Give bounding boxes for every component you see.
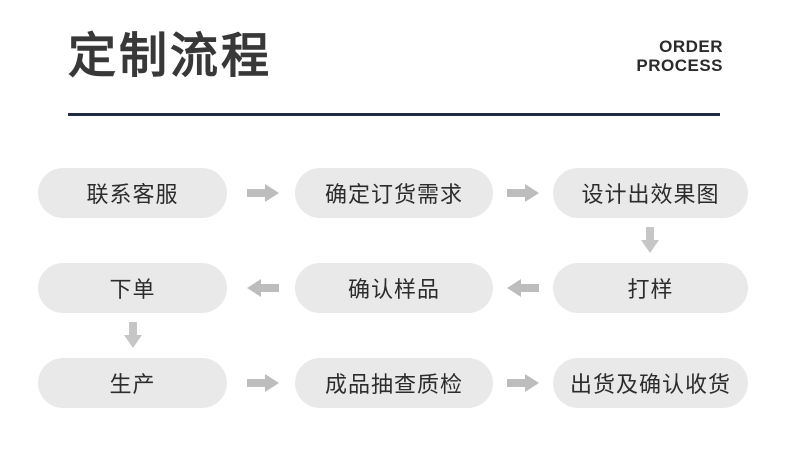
arrow-right-icon	[507, 374, 539, 392]
flow-step-quality-inspection: 成品抽查质检	[295, 358, 493, 408]
flow-step-place-order: 下单	[38, 263, 227, 313]
arrow-down-icon	[641, 227, 659, 253]
flow-step-proofing: 打样	[553, 263, 748, 313]
header-eyebrow: ORDER PROCESS	[636, 37, 723, 75]
flow-step-ship-confirm-receipt: 出货及确认收货	[553, 358, 748, 408]
arrow-right-icon	[507, 184, 539, 202]
flow-step-design-rendering: 设计出效果图	[553, 168, 748, 218]
arrow-left-icon	[247, 279, 279, 297]
arrow-right-icon	[247, 374, 279, 392]
eyebrow-line-1: ORDER	[659, 37, 723, 56]
flow-step-confirm-order-needs: 确定订货需求	[295, 168, 493, 218]
arrow-down-icon	[124, 322, 142, 348]
flow-step-production: 生产	[38, 358, 227, 408]
arrow-left-icon	[507, 279, 539, 297]
page-title: 定制流程	[68, 30, 273, 83]
eyebrow-line-2: PROCESS	[636, 55, 723, 75]
header-divider	[68, 113, 720, 116]
flow-step-contact-service: 联系客服	[38, 168, 227, 218]
flow-step-confirm-sample: 确认样品	[295, 263, 493, 313]
arrow-right-icon	[247, 184, 279, 202]
